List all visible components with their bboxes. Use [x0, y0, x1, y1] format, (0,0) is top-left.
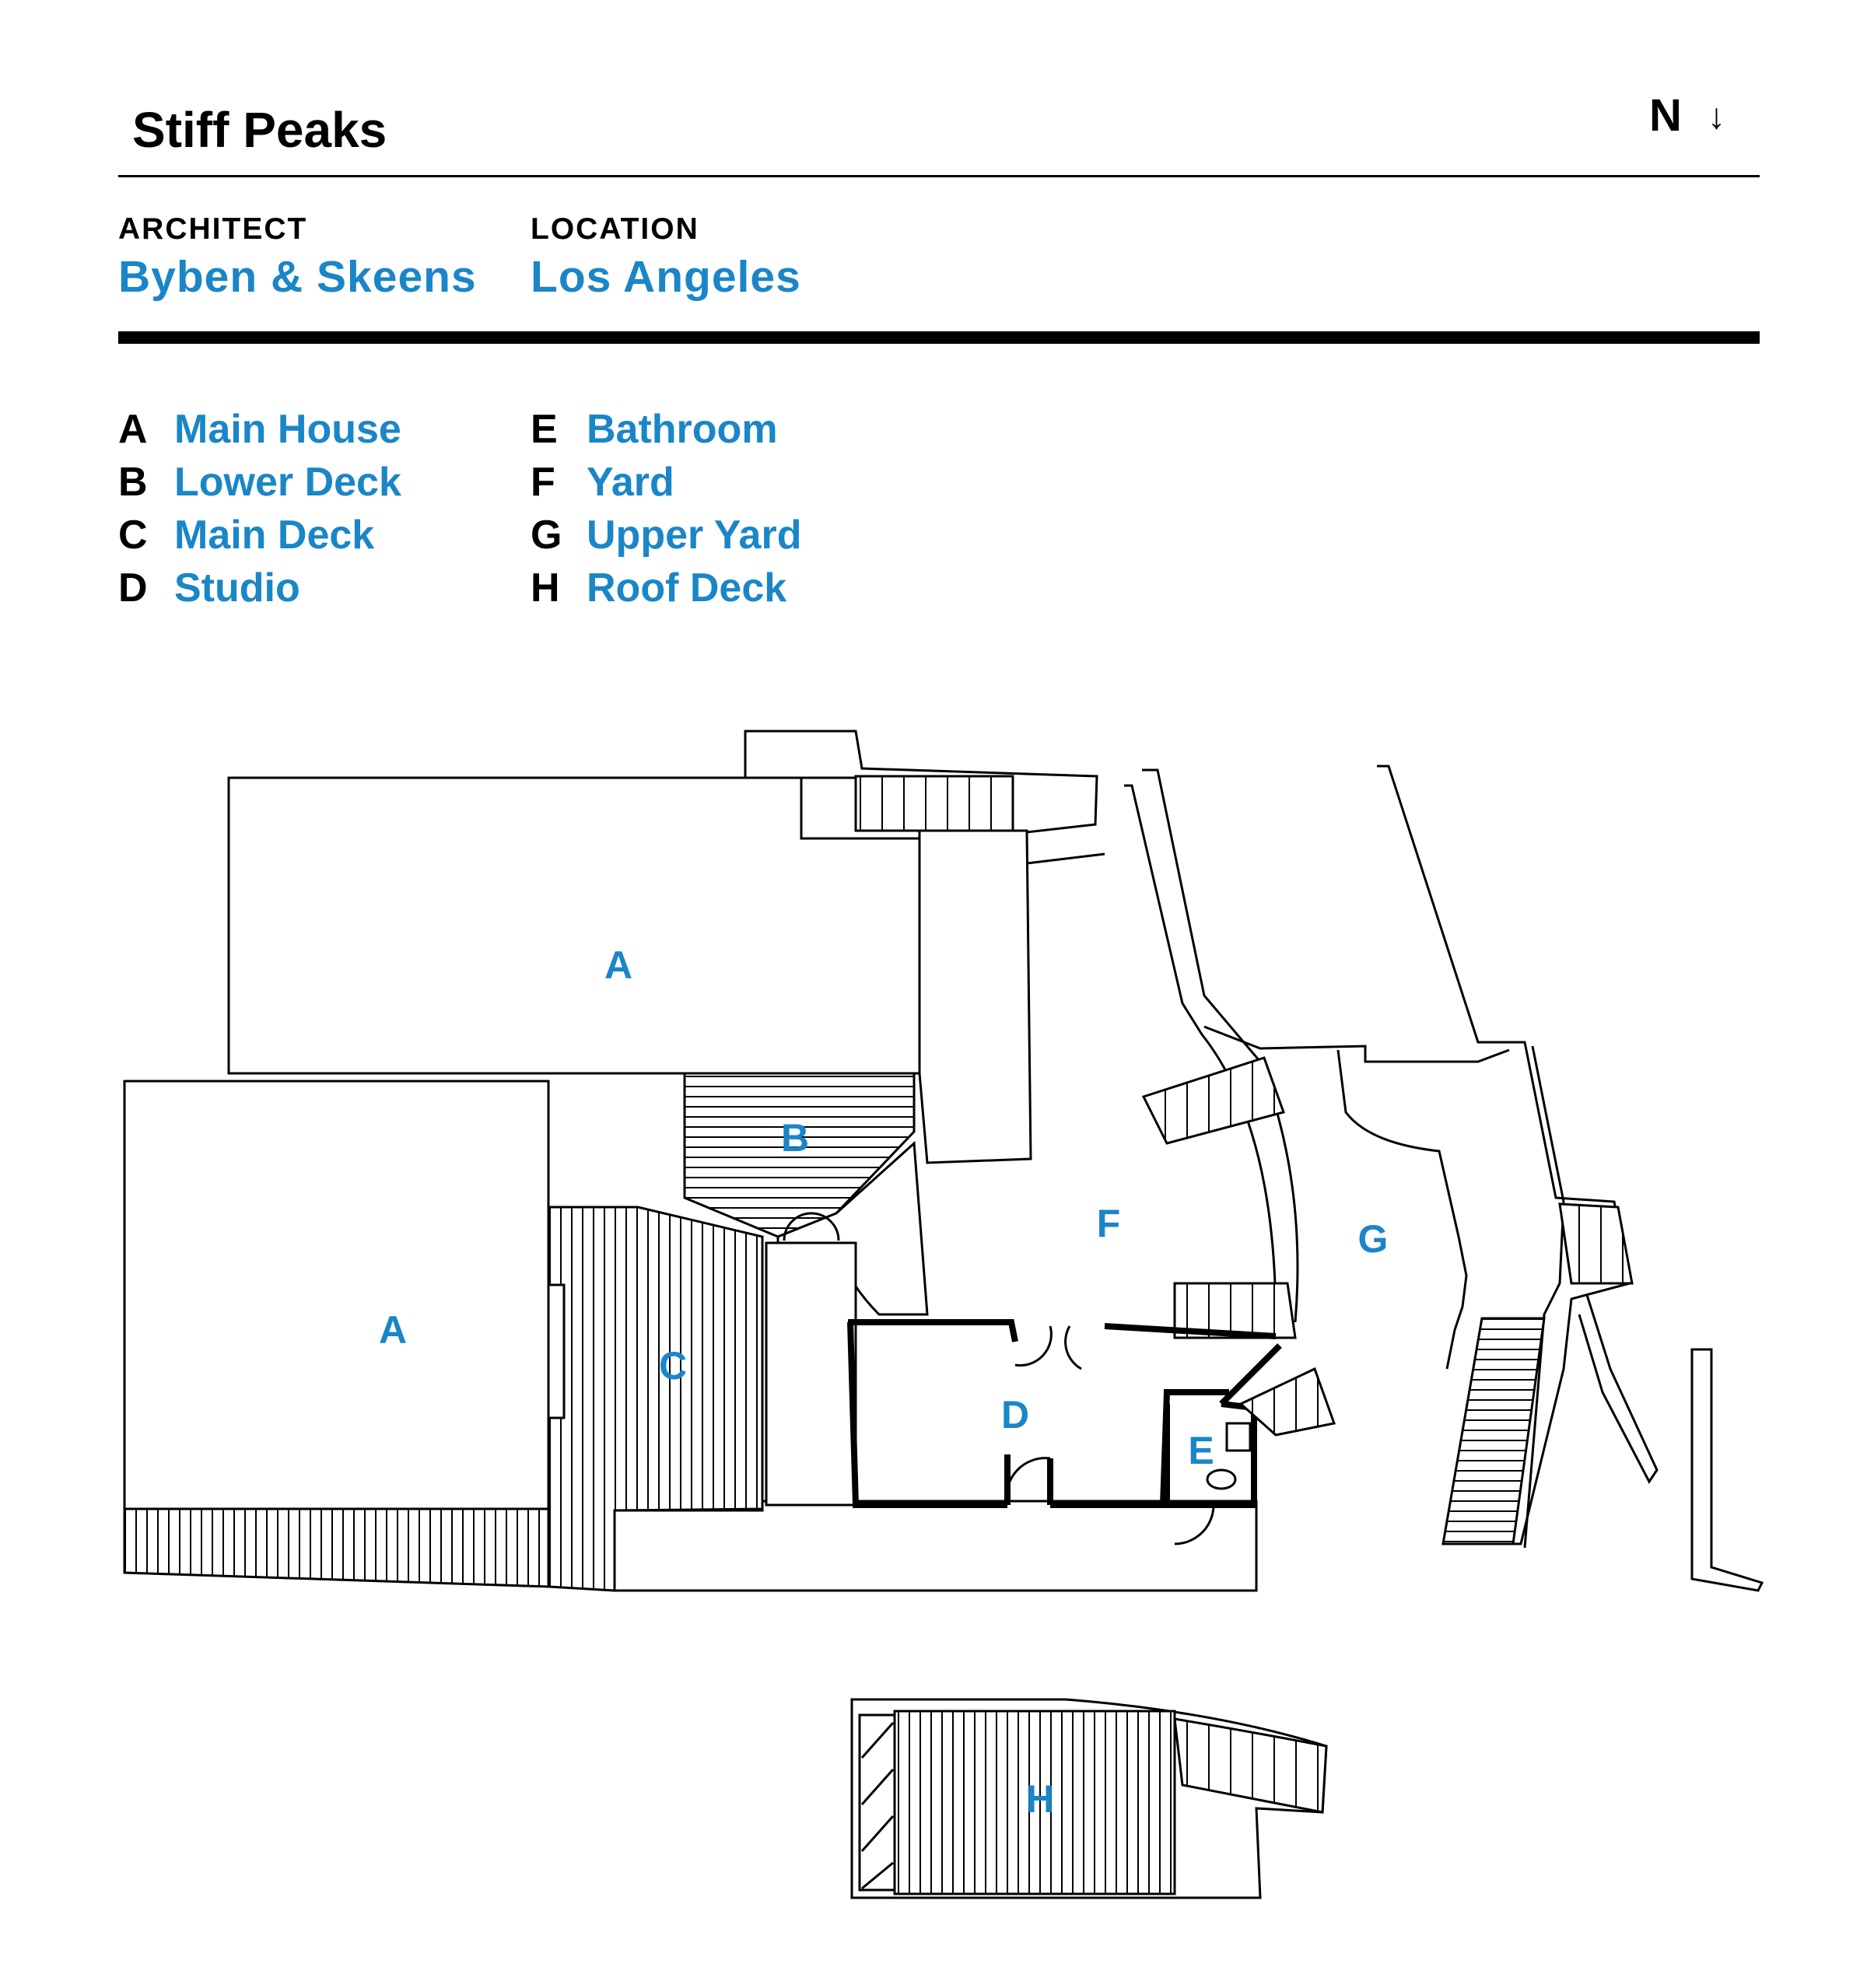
legend-key: F: [531, 460, 555, 505]
yard-stair-1: [1141, 1056, 1285, 1145]
stair-treads-top: [854, 775, 1014, 832]
roof-deck-diagonal: [858, 1713, 896, 1892]
upper-yard-path: [1578, 1294, 1659, 1484]
legend-label: Bathroom: [587, 407, 778, 452]
legend-key: C: [118, 513, 148, 558]
studio-door-arc-1: [1014, 1325, 1053, 1367]
legend-key: B: [118, 460, 148, 505]
upper-yard-wall-curve: [1336, 1049, 1468, 1370]
north-arrow-icon: ↓: [1708, 96, 1725, 136]
legend-item: B Lower Deck: [118, 456, 401, 509]
studio-walls: [847, 1319, 1277, 1508]
upper-yard-wall-right-2: [1523, 1045, 1565, 1549]
roof-deck-hatch: [893, 1710, 1176, 1895]
plan-label-g: G: [1358, 1217, 1389, 1261]
legend-label: Main House: [174, 407, 401, 452]
legend-item: C Main Deck: [118, 509, 401, 562]
yard-stair-2: [1173, 1282, 1297, 1339]
header-divider: [118, 175, 1760, 177]
deck-lower-strip: [613, 1500, 1258, 1592]
plan-label-f: F: [1097, 1202, 1121, 1245]
main-deck: [547, 1206, 764, 1592]
main-house-lower: [123, 1080, 550, 1510]
legend-key: G: [531, 513, 562, 558]
legend-label: Lower Deck: [174, 460, 401, 505]
studio-door-arc-2: [1064, 1325, 1082, 1370]
legend-label: Upper Yard: [587, 513, 802, 558]
legend-column-left: A Main House B Lower Deck C Main Deck D Stud…: [118, 403, 401, 614]
plan-label-c: C: [659, 1344, 687, 1388]
plan-label-e: E: [1188, 1429, 1214, 1472]
roof-deck-stair: [1173, 1717, 1328, 1814]
section-divider: [118, 331, 1760, 344]
upper-yard-lower-stair: [1441, 1317, 1546, 1545]
legend-key: D: [118, 565, 148, 611]
legend-item: G Upper Yard: [531, 509, 801, 562]
north-indicator: N: [1649, 90, 1682, 141]
legend-key: E: [531, 407, 558, 452]
plan-label-a2: A: [379, 1308, 407, 1352]
upper-stair-wall: [1026, 852, 1105, 865]
upper-yard-wall-top: [1203, 1025, 1510, 1063]
sink-icon: [1225, 1422, 1252, 1452]
page-title: Stiff Peaks: [132, 102, 387, 158]
yard-curve-wall-2: [1124, 784, 1277, 1323]
legend-item: A Main House: [118, 403, 401, 456]
service-wing: [918, 829, 1032, 1164]
plan-label-a1: A: [604, 943, 632, 987]
architect-label: ARCHITECT: [118, 212, 308, 246]
stair-from-bath: [1238, 1367, 1336, 1437]
upper-yard-edge: [1690, 1348, 1764, 1592]
legend-label: Main Deck: [174, 513, 375, 558]
legend-label: Studio: [174, 565, 300, 611]
plan-label-h: H: [1026, 1777, 1054, 1821]
plan-label-d: D: [1001, 1393, 1029, 1437]
legend-column-right: E Bathroom F Yard G Upper Yard H Roof Deck: [531, 403, 801, 614]
upper-yard-wall-right: [1377, 765, 1631, 1545]
legend-label: Yard: [587, 460, 674, 505]
studio-door-arc-3: [1005, 1457, 1051, 1506]
bathroom-door-arc: [1174, 1504, 1215, 1545]
legend-item: E Bathroom: [531, 403, 801, 456]
legend-label: Roof Deck: [587, 565, 787, 611]
location-label: LOCATION: [531, 212, 699, 246]
bathroom-angled-wall: [1219, 1343, 1282, 1406]
legend-key: A: [118, 407, 148, 452]
plan-label-b: B: [781, 1116, 809, 1160]
deck-bottom-strip: [123, 1507, 550, 1588]
upper-yard-stair: [1558, 1202, 1634, 1285]
legend-item: H Roof Deck: [531, 562, 801, 614]
yard-curve-wall-1: [1142, 768, 1299, 1323]
legend-item: D Studio: [118, 562, 401, 614]
spiral-stair-arc: [783, 1212, 840, 1241]
architect-value: Byben & Skeens: [118, 252, 477, 302]
legend-key: H: [531, 565, 560, 611]
corridor: [765, 1241, 857, 1507]
location-value: Los Angeles: [531, 252, 801, 302]
main-house-upper: [227, 776, 921, 1075]
toilet-icon: [1206, 1468, 1237, 1490]
legend-item: F Yard: [531, 456, 801, 509]
